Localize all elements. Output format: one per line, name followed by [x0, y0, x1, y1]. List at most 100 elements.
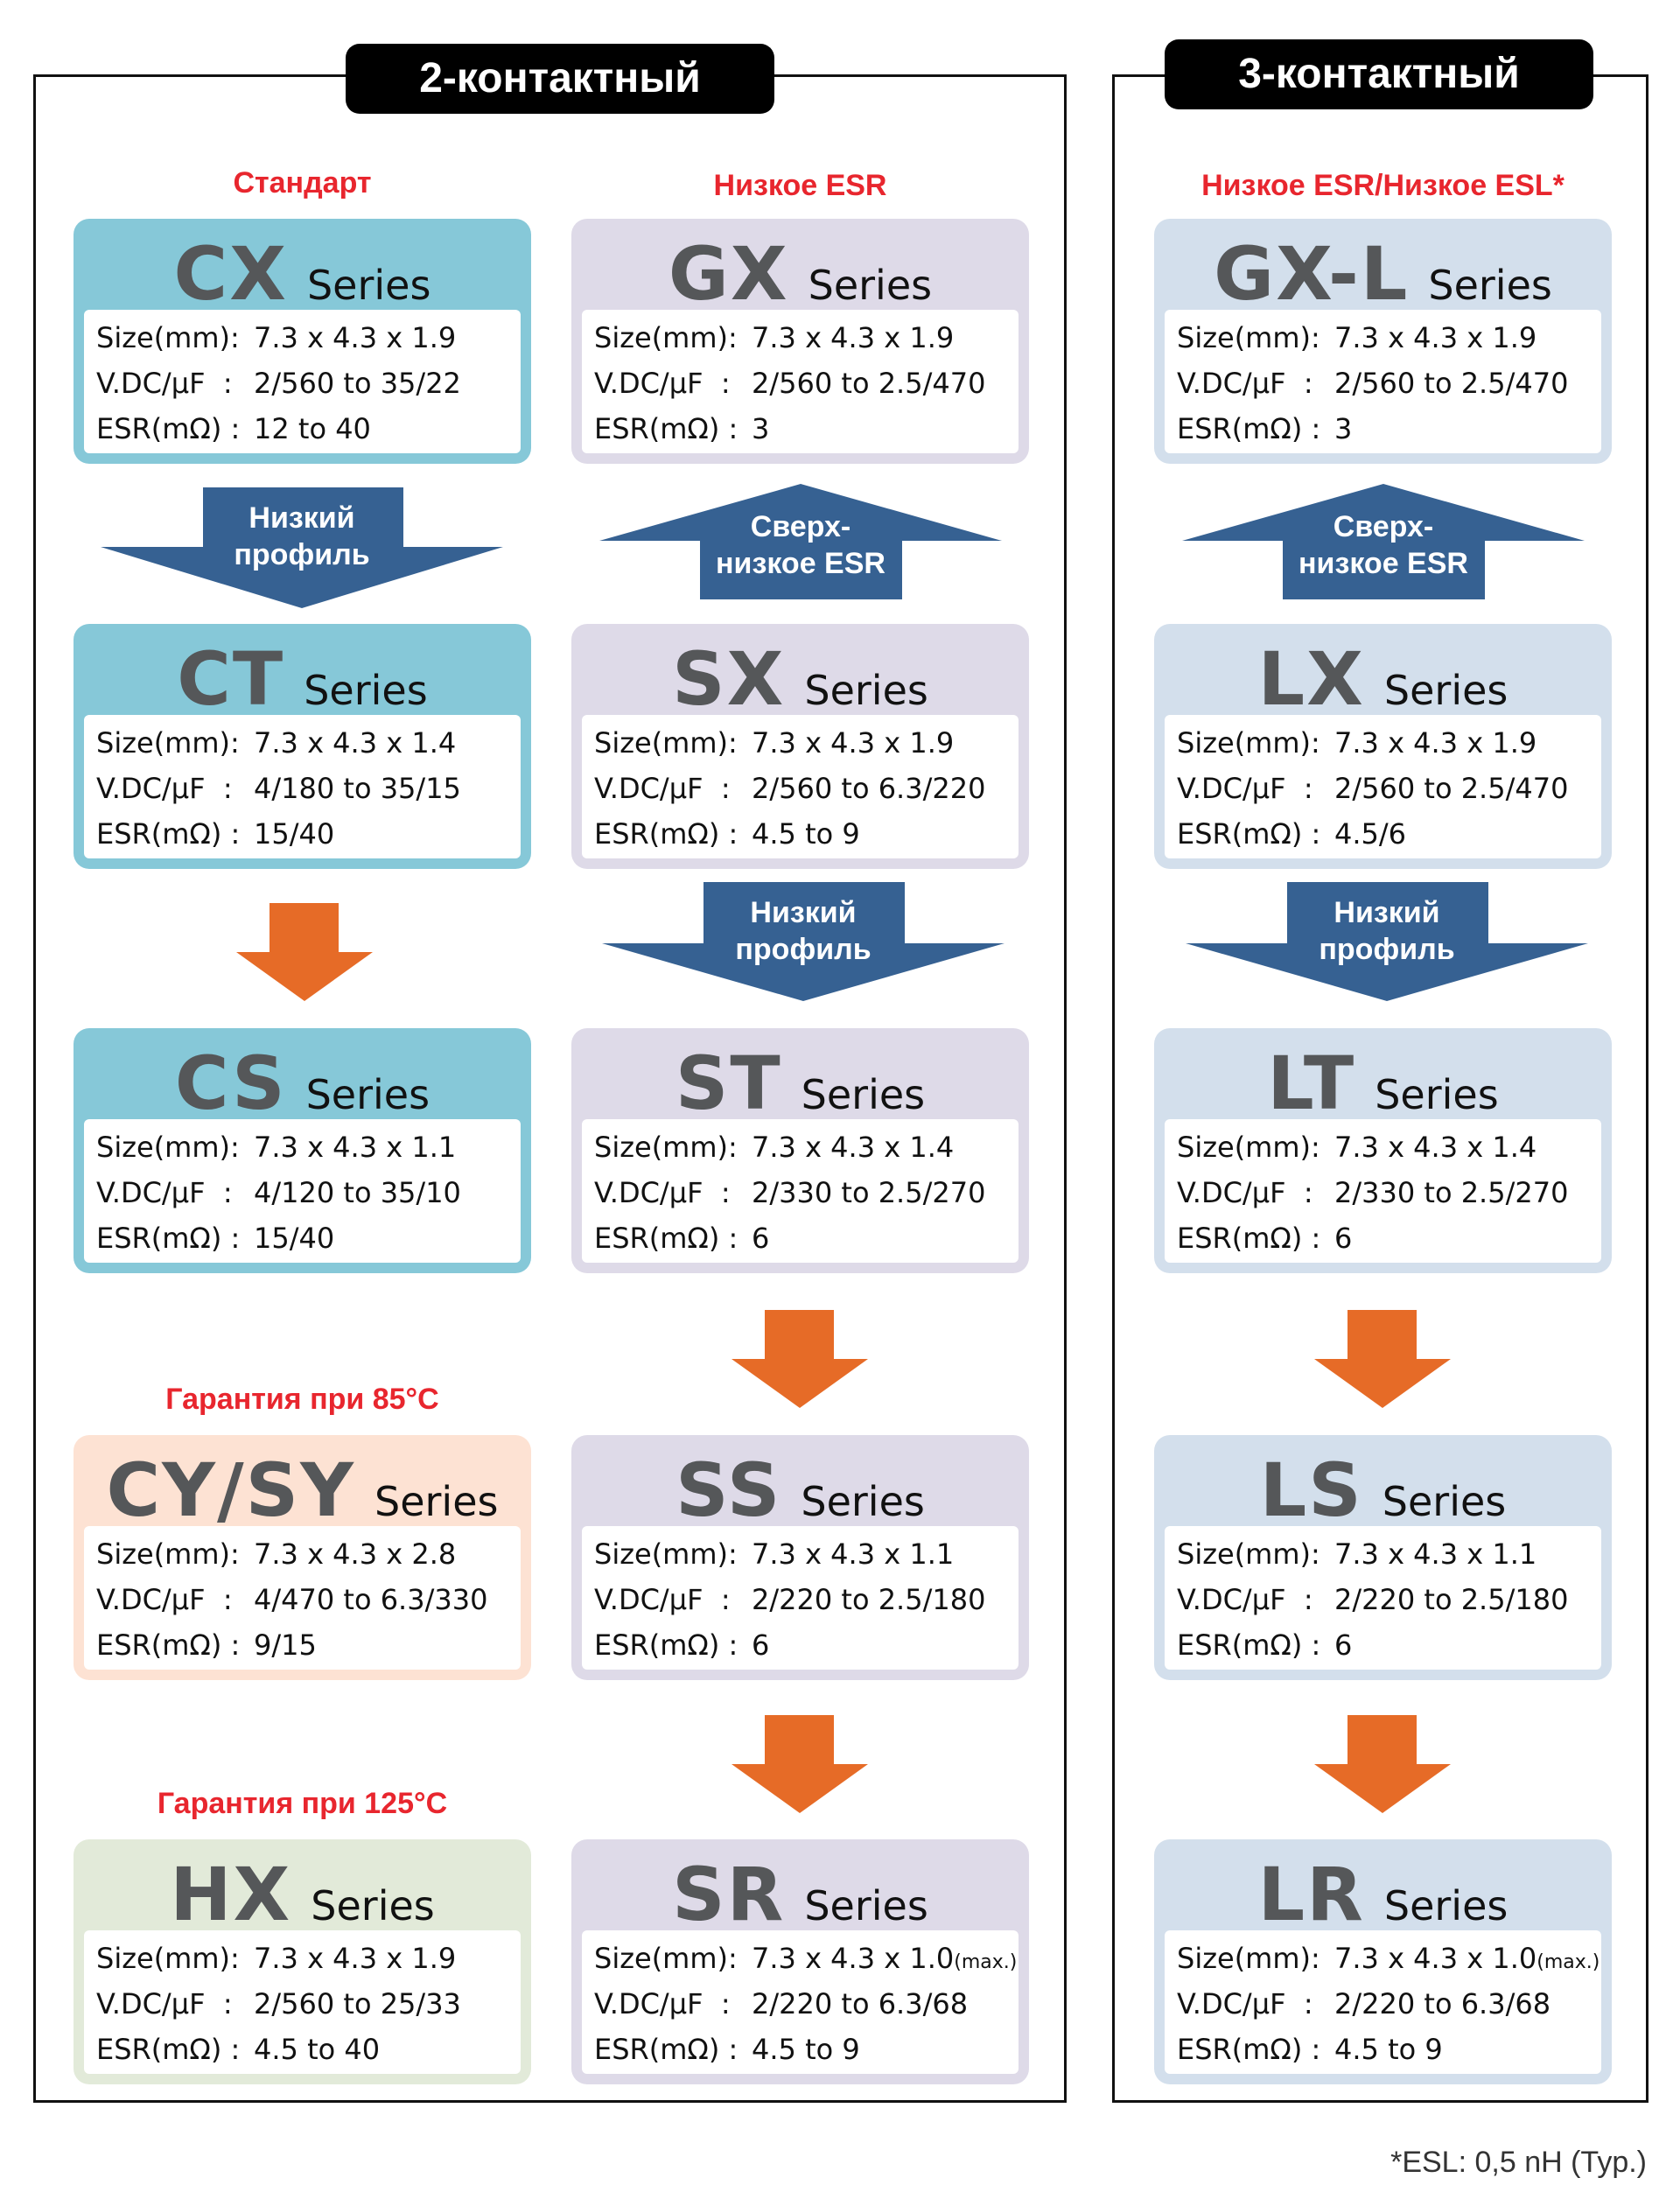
spec-esr-label: ESR(mΩ) :: [594, 1222, 738, 1255]
spec-size: Size(mm):7.3 x 4.3 x 1.9: [1177, 315, 1601, 361]
spec-size: Size(mm):7.3 x 4.3 x 1.4: [1177, 1124, 1601, 1170]
spec-vdc-value: 2/330 to 2.5/270: [752, 1176, 986, 1209]
spec-vdc-value: 2/560 to 6.3/220: [752, 772, 986, 805]
spec-size-value: 7.3 x 4.3 x 1.4: [752, 1131, 955, 1164]
spec-size-value: 7.3 x 4.3 x 1.0(max.): [752, 1942, 1018, 1975]
spec-vdc: V.DC/μF : 2/560 to 2.5/470: [594, 361, 1018, 406]
up-arrow-icon: [1182, 484, 1585, 599]
spec-size: Size(mm): 7.3 x 4.3 x 1.0(max.): [1177, 1936, 1601, 1981]
spec-size-value: 7.3 x 4.3 x 1.4: [254, 726, 457, 760]
ultra-low-esr-arrow-lx-gxl: Сверх- низкое ESR: [1182, 484, 1585, 599]
spec-size-label: Size(mm):: [96, 1131, 240, 1164]
spec-size-value: 7.3 x 4.3 x 1.0(max.): [1334, 1942, 1600, 1975]
spec-vdc: V.DC/μF :2/560 to 2.5/470: [1177, 361, 1601, 406]
spec-esr: ESR(mΩ) :3: [594, 406, 1018, 452]
spec-esr-label: ESR(mΩ) :: [1177, 1628, 1321, 1662]
spec-size-value: 7.3 x 4.3 x 1.9: [254, 1942, 457, 1975]
spec-vdc: V.DC/μF :4/470 to 6.3/330: [96, 1577, 521, 1622]
spec-vdc-label: V.DC/μF :: [96, 1987, 233, 2020]
spec-vdc-value: 2/560 to 2.5/470: [752, 367, 986, 400]
spec-vdc-value: 4/120 to 35/10: [254, 1176, 461, 1209]
spec-size-label: Size(mm):: [1177, 726, 1320, 760]
low-profile-arrow-lx-lt: Низкий профиль: [1186, 882, 1588, 1001]
spec-esr-label: ESR(mΩ) :: [1177, 1222, 1321, 1255]
spec-esr-label: ESR(mΩ) :: [96, 2033, 241, 2066]
up-arrow-icon: [599, 484, 1002, 599]
spec-size-label: Size(mm):: [1177, 1942, 1320, 1975]
spec-esr: ESR(mΩ) : 4.5 to 9: [594, 2027, 1018, 2072]
spec-esr-value: 4.5 to 9: [752, 2033, 860, 2066]
two-terminal-title: 2-контактный: [346, 44, 774, 114]
spec-size-label: Size(mm):: [1177, 321, 1320, 354]
spec-esr-value: 3: [752, 412, 770, 445]
spec-size-label: Size(mm):: [594, 321, 738, 354]
series-word: Series: [306, 262, 431, 309]
spec-vdc-label: V.DC/μF :: [1177, 772, 1313, 805]
spec-esr-value: 6: [1334, 1628, 1353, 1662]
spec-size-value: 7.3 x 4.3 x 1.9: [752, 726, 955, 760]
spec-size-value: 7.3 x 4.3 x 1.9: [1334, 726, 1537, 760]
spec-esr-label: ESR(mΩ) :: [594, 2033, 738, 2066]
spec-vdc-label: V.DC/μF :: [594, 367, 731, 400]
spec-vdc-label: V.DC/μF :: [96, 367, 233, 400]
spec-vdc-label: V.DC/μF :: [96, 772, 233, 805]
spec-esr: ESR(mΩ) :9/15: [96, 1622, 521, 1668]
down-arrow-icon: [602, 882, 1004, 1001]
spec-size: Size(mm): 7.3 x 4.3 x 1.4: [594, 1124, 1018, 1170]
spec-size: Size(mm):7.3 x 4.3 x 1.1: [594, 1531, 1018, 1577]
spec-size-label: Size(mm):: [1177, 1537, 1320, 1571]
series-word: Series: [304, 667, 428, 714]
spec-esr-value: 15/40: [254, 1222, 335, 1255]
down-arrow-icon: [732, 1310, 868, 1408]
low-profile-label: Низкий профиль: [234, 501, 370, 571]
spec-esr-label: ESR(mΩ) :: [1177, 817, 1321, 851]
spec-vdc: V.DC/μF :2/560 to 25/33: [96, 1981, 521, 2027]
spec-size: Size(mm): 7.3 x 4.3 x 1.9: [1177, 720, 1601, 766]
orange-arrow-ss-sr: [732, 1715, 868, 1813]
series-word: Series: [801, 1478, 925, 1525]
low-profile-arrow-cx-ct: Низкий профиль: [101, 487, 503, 608]
spec-vdc: V.DC/μF :4/180 to 35/15: [96, 766, 521, 811]
spec-esr-value: 4.5 to 9: [752, 817, 860, 851]
spec-vdc-value: 2/220 to 6.3/68: [1334, 1987, 1551, 2020]
series-name: LX: [1257, 636, 1365, 722]
spec-esr-value: 12 to 40: [254, 412, 371, 445]
spec-size: Size(mm):7.3 x 4.3 x 1.0(max.): [594, 1936, 1018, 1981]
spec-esr-value: 3: [1334, 412, 1353, 445]
category-standard: Стандарт: [233, 166, 372, 200]
series-name: GX: [668, 231, 789, 317]
orange-arrow-ls-lr: [1314, 1715, 1451, 1813]
spec-vdc-label: V.DC/μF :: [594, 1176, 731, 1209]
low-profile-arrow-sx-st: Низкий профиль: [602, 882, 1004, 1001]
spec-vdc: V.DC/μF :2/560 to 6.3/220: [594, 766, 1018, 811]
spec-esr: ESR(mΩ) :3: [1177, 406, 1601, 452]
spec-size-label: Size(mm):: [96, 726, 240, 760]
down-arrow-icon: [1314, 1310, 1451, 1408]
spec-size-label: Size(mm):: [594, 1131, 738, 1164]
spec-esr-value: 6: [752, 1628, 770, 1662]
series-word: Series: [374, 1478, 499, 1525]
spec-esr-label: ESR(mΩ) :: [1177, 2033, 1321, 2066]
series-word: Series: [804, 1882, 928, 1929]
series-name: CX: [173, 231, 288, 317]
